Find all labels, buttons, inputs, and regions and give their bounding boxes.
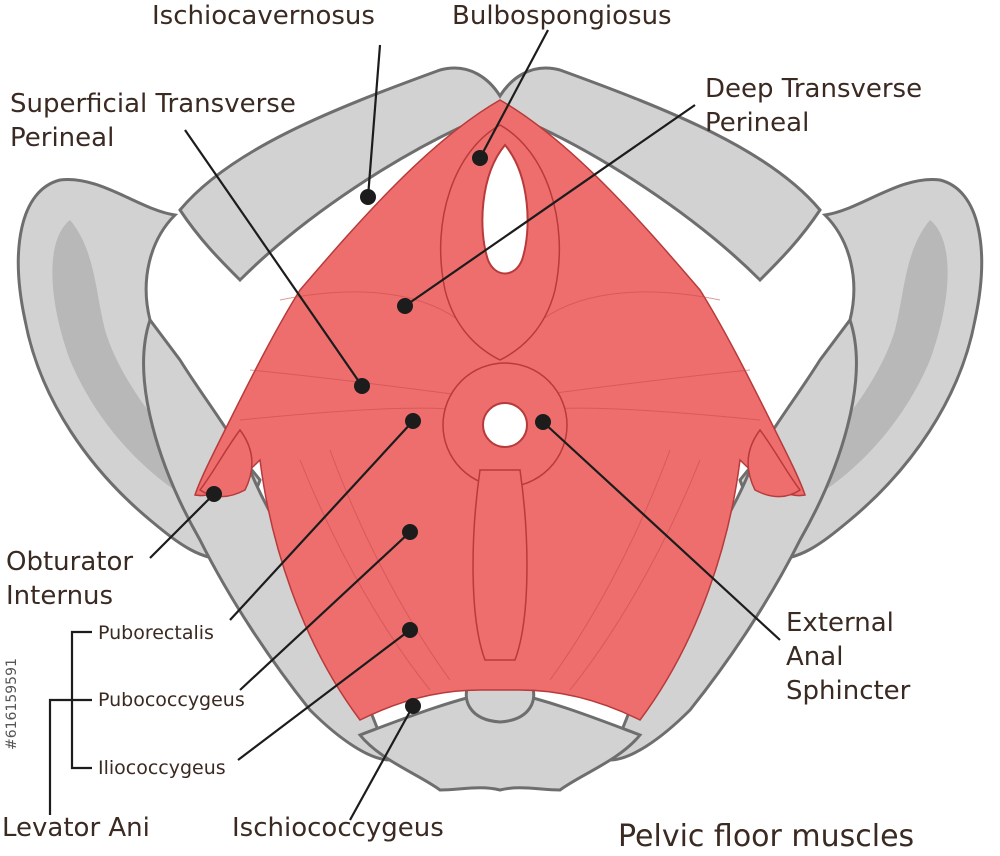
- puborectalis-leader: [229, 420, 414, 621]
- superficial-transverse-leader: [184, 129, 363, 387]
- ischiococcygeus-label: Ischiococcygeus: [232, 813, 444, 843]
- obturator-internus-leader: [149, 493, 215, 559]
- ischiocavernosus-leader: [366, 44, 382, 198]
- vaginal-opening: [481, 143, 529, 275]
- superficial-transverse-label-line2: Perineal: [10, 123, 114, 153]
- obturator-internus-label-line1: Obturator: [6, 547, 133, 577]
- iliococcygeus-dot: [402, 622, 418, 638]
- iliococcygeus-label: Iliococcygeus: [98, 757, 226, 779]
- superficial-transverse-label-line1: Superficial Transverse: [10, 89, 296, 119]
- fibre-line: [239, 407, 461, 421]
- ischiococcygeus-dot: [405, 698, 421, 714]
- bulbospongiosus-label: Bulbospongiosus: [452, 1, 672, 31]
- deep-transverse-label-line2: Perineal: [705, 108, 809, 138]
- deep-transverse-leader: [404, 104, 696, 307]
- ischiococcygeus-leader: [349, 705, 414, 821]
- external-anal-sphincter-label-line2: Anal: [786, 642, 843, 672]
- ischiocavernosus-dot: [360, 189, 376, 205]
- external-anal-sphincter-leader: [542, 421, 781, 641]
- fibre-line: [549, 449, 671, 681]
- obturator-internus-right: [747, 428, 802, 498]
- pubococcygeus-dot: [402, 524, 418, 540]
- fibre-line: [569, 459, 701, 691]
- pubococcygeus-label: Pubococcygeus: [98, 689, 245, 711]
- pelvic-floor-muscles: [194, 99, 806, 721]
- deep-transverse-dot: [397, 298, 413, 314]
- leader-lines: [48, 29, 781, 821]
- obturator-internus-dot: [206, 486, 222, 502]
- external-anal-sphincter-label-line1: External: [786, 608, 894, 638]
- ischiocavernosus-label: Ischiocavernosus: [152, 1, 375, 31]
- deep-transverse-label-line1: Deep Transverse: [705, 74, 922, 104]
- puborectalis-dot: [405, 413, 421, 429]
- iliococcygeus-leader: [237, 629, 411, 761]
- fibre-line: [249, 369, 461, 396]
- external-anal-sphincter-label-line3: Sphincter: [786, 676, 911, 706]
- stock-id-label: #616159591: [4, 658, 20, 750]
- obturator-internus-left: [198, 428, 253, 498]
- bulbospongiosus-leader: [479, 29, 549, 159]
- fibre-line: [329, 449, 451, 681]
- pubococcygeus-leader: [239, 531, 411, 691]
- superficial-transverse-dot: [354, 378, 370, 394]
- bulbospongiosus-dot: [472, 150, 488, 166]
- external-anal-sphincter-dot: [535, 414, 551, 430]
- diagram-title: Pelvic floor muscles: [618, 819, 914, 854]
- levator-ani-bracket: [48, 630, 92, 815]
- anal-opening: [482, 402, 528, 448]
- obturator-internus-label-line2: Internus: [6, 581, 113, 611]
- pubic-arch: [178, 66, 822, 283]
- puborectalis-label: Puborectalis: [98, 622, 214, 644]
- levator-ani-label: Levator Ani: [2, 813, 150, 843]
- fibre-line: [299, 459, 431, 691]
- labels: Ischiocavernosus Bulbospongiosus Superfi…: [2, 1, 922, 854]
- perineal-body: [472, 469, 528, 661]
